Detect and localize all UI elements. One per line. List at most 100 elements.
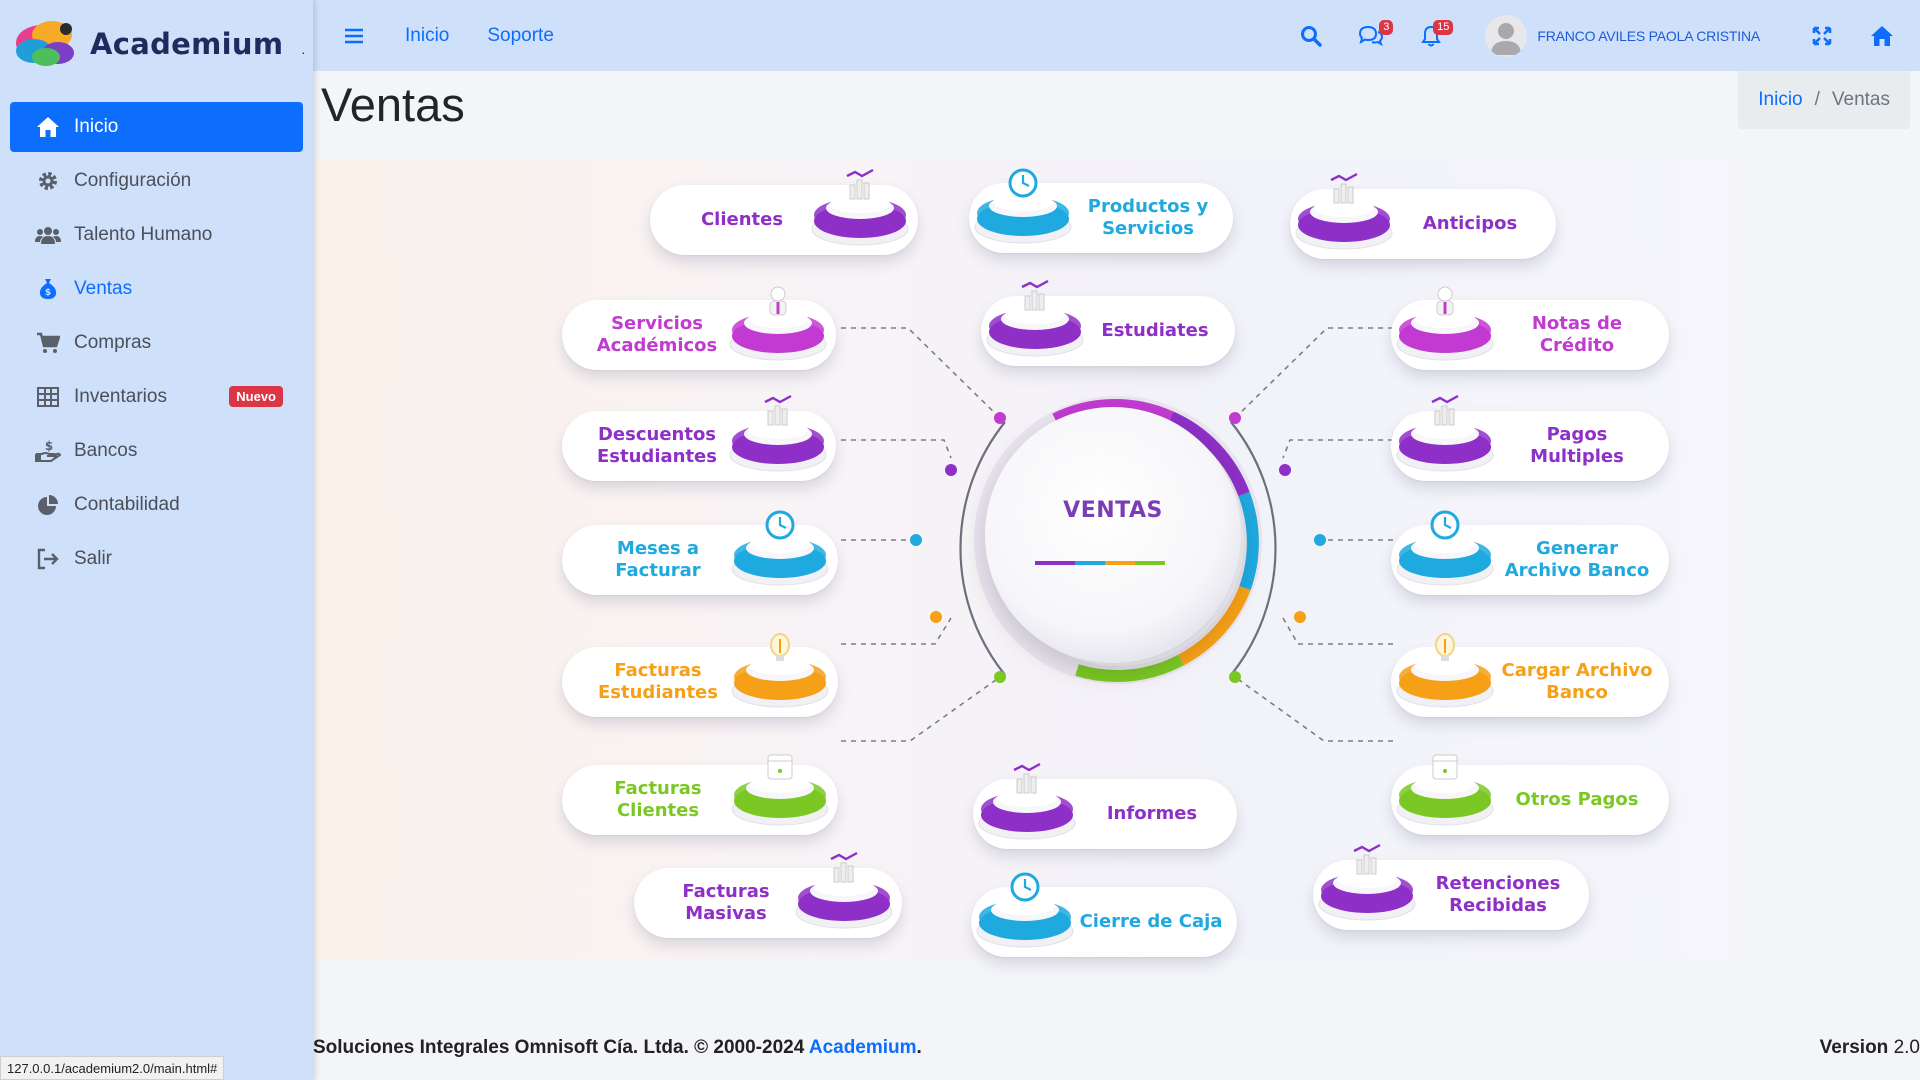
menu-toggle-icon[interactable]	[341, 23, 367, 49]
messages-icon[interactable]: 3	[1353, 18, 1394, 54]
breadcrumb-current: Ventas	[1831, 89, 1890, 110]
hub-card-estudiates[interactable]: Estudiates	[981, 279, 1235, 366]
hub-diagram	[841, 327, 1393, 742]
breadcrumb: Inicio / Ventas	[1738, 71, 1910, 129]
messages-count-badge: 3	[1379, 19, 1394, 35]
hub-card-label: Facturas Masivas	[682, 881, 770, 924]
sidebar-item-configuracion[interactable]: Configuración	[10, 156, 303, 206]
sidebar: Academium . Inicio Configuración Talento…	[0, 0, 313, 1080]
hub-card-notas[interactable]: Notas de Crédito	[1391, 286, 1669, 370]
browser-status-url: 127.0.0.1/academium2.0/main.html#	[0, 1056, 225, 1080]
top-link-soporte[interactable]: Soporte	[487, 24, 554, 46]
footer-company: Soluciones Integrales Omnisoft Cía. Ltda…	[313, 1037, 805, 1058]
bulb-podium-icon	[726, 617, 834, 713]
hub-card-label: Anticipos	[1422, 213, 1518, 234]
topbar: Inicio Soporte 3 15 FRANCO AVILES PAOLA …	[313, 0, 1920, 71]
chart-podium-icon	[981, 266, 1089, 362]
sidebar-item-label: Bancos	[74, 440, 138, 461]
cart-icon	[34, 329, 62, 357]
version-label: Version	[1819, 1037, 1889, 1058]
box-podium-icon	[1391, 735, 1499, 831]
hub-card-label: Facturas Clientes	[614, 778, 702, 821]
brand[interactable]: Academium .	[0, 0, 313, 88]
sidebar-item-inventarios[interactable]: Inventarios Nuevo	[10, 372, 303, 422]
brand-name: Academium	[90, 27, 284, 61]
users-icon	[34, 221, 62, 249]
box-podium-icon	[726, 735, 834, 831]
hub-card-label: Pagos Multiples	[1530, 424, 1624, 467]
avatar[interactable]	[1485, 14, 1528, 57]
chart-podium-icon	[806, 155, 914, 251]
hub-card-facturas-cli[interactable]: Facturas Clientes	[562, 754, 838, 835]
bulb-podium-icon	[1391, 617, 1499, 713]
hub-card-facturas-est[interactable]: Facturas Estudiantes	[562, 633, 838, 717]
hub-card-label: Descuentos Estudiantes	[597, 424, 717, 467]
top-link-inicio[interactable]: Inicio	[405, 24, 450, 46]
hub-card-label: Clientes	[700, 209, 784, 230]
notifications-count-badge: 15	[1433, 19, 1454, 35]
sidebar-item-compras[interactable]: Compras	[10, 318, 303, 368]
hub-card-servicios[interactable]: Servicios Académicos	[562, 286, 836, 370]
svg-text:$: $	[45, 288, 51, 298]
sidebar-item-inicio[interactable]: Inicio	[10, 102, 303, 152]
chart-podium-icon	[790, 838, 898, 934]
clock-podium-icon	[726, 495, 834, 591]
sidebar-item-ventas[interactable]: $ Ventas	[10, 264, 303, 314]
hub-card-label: Cierre de Caja	[1079, 911, 1223, 932]
hub-card-label: Productos y Servicios	[1087, 196, 1209, 239]
sidebar-item-talento-humano[interactable]: Talento Humano	[10, 210, 303, 260]
hub-card-label: Cargar Archivo Banco	[1501, 660, 1653, 703]
hub-card-productos[interactable]: Productos y Servicios	[969, 168, 1233, 253]
footer: Soluciones Integrales Omnisoft Cía. Ltda…	[313, 1033, 1920, 1063]
hub-card-masivas[interactable]: Facturas Masivas	[634, 851, 902, 938]
chart-podium-icon	[1313, 830, 1421, 926]
hand-coin-icon: $	[34, 437, 62, 465]
hub-card-cargar[interactable]: Cargar Archivo Banco	[1391, 633, 1669, 717]
fullscreen-icon[interactable]	[1804, 18, 1840, 54]
hub-card-label: Meses a Facturar	[615, 538, 701, 581]
hub-card-cierre[interactable]: Cierre de Caja	[971, 872, 1237, 957]
person-podium-icon	[724, 270, 832, 366]
person-podium-icon	[1391, 270, 1499, 366]
clock-podium-icon	[971, 857, 1079, 953]
home-icon	[34, 113, 62, 141]
sidebar-nav: Inicio Configuración Talento Humano $ Ve…	[0, 88, 313, 584]
hub-card-pagos[interactable]: Pagos Multiples	[1391, 394, 1669, 481]
hub-card-retenciones[interactable]: Retenciones Recibidas	[1313, 843, 1589, 930]
user-name[interactable]: FRANCO AVILES PAOLA CRISTINA	[1537, 27, 1760, 44]
sidebar-item-label: Compras	[74, 332, 152, 353]
logout-icon	[34, 545, 62, 573]
sidebar-item-bancos[interactable]: $ Bancos	[10, 426, 303, 476]
sidebar-item-contabilidad[interactable]: Contabilidad	[10, 480, 303, 530]
sidebar-item-label: Contabilidad	[74, 494, 180, 515]
hub-card-descuentos[interactable]: Descuentos Estudiantes	[562, 394, 836, 481]
search-icon[interactable]	[1293, 18, 1329, 54]
hub-card-informes[interactable]: Informes	[973, 762, 1237, 849]
clock-podium-icon	[969, 153, 1077, 249]
home-shortcut-icon[interactable]	[1864, 18, 1900, 54]
sidebar-item-label: Ventas	[74, 278, 133, 299]
sidebar-item-salir[interactable]: Salir	[10, 534, 303, 584]
breadcrumb-home-link[interactable]: Inicio	[1758, 89, 1803, 110]
hub-card-generar[interactable]: Generar Archivo Banco	[1391, 510, 1669, 595]
sidebar-item-label: Salir	[74, 548, 113, 569]
brand-logo-icon	[16, 21, 74, 66]
chart-podium-icon	[973, 749, 1081, 845]
table-icon	[34, 383, 62, 411]
new-badge: Nuevo	[229, 386, 283, 407]
version-number: 2.0	[1893, 1037, 1920, 1058]
hub-card-otros[interactable]: Otros Pagos	[1391, 754, 1669, 835]
hub-card-anticipos[interactable]: Anticipos	[1290, 172, 1556, 259]
pie-chart-icon	[34, 491, 62, 519]
gear-icon	[34, 167, 62, 195]
svg-text:$: $	[45, 440, 53, 453]
hub-card-label: Informes	[1106, 803, 1198, 824]
hub-card-clientes[interactable]: Clientes	[650, 168, 918, 255]
bell-icon[interactable]: 15	[1413, 18, 1454, 54]
sidebar-item-label: Talento Humano	[74, 224, 213, 245]
chart-podium-icon	[724, 381, 832, 477]
hub-card-meses[interactable]: Meses a Facturar	[562, 510, 838, 595]
footer-brand-link[interactable]: Academium	[808, 1037, 917, 1058]
sidebar-item-label: Configuración	[74, 170, 192, 191]
footer-copyright: Soluciones Integrales Omnisoft Cía. Ltda…	[313, 1037, 922, 1059]
